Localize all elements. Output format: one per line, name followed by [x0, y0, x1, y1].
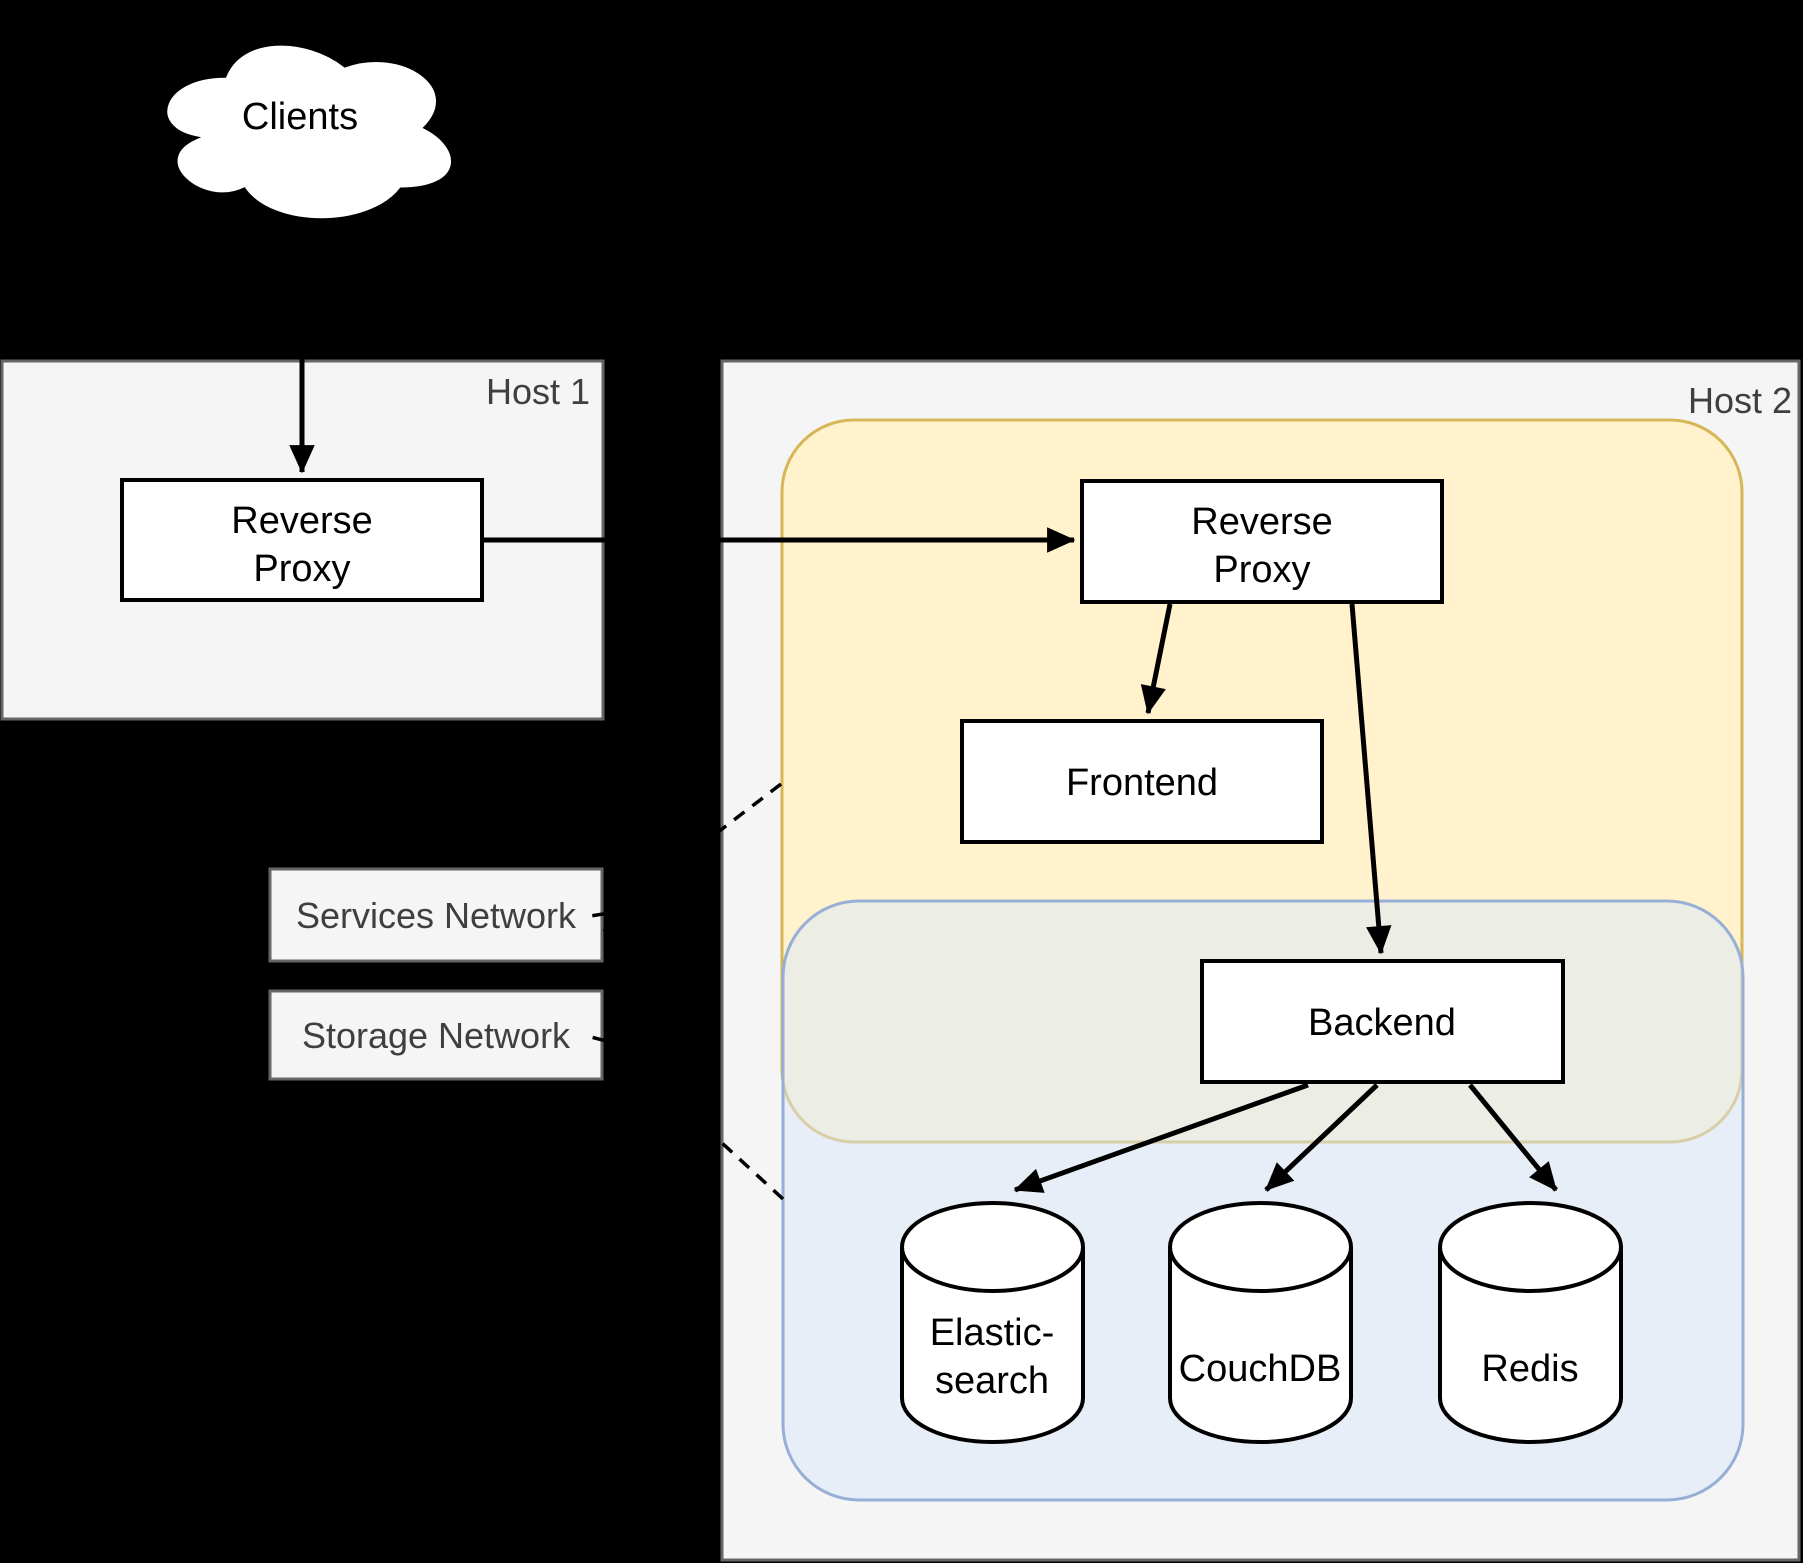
services-network-legend-label: Services Network	[296, 895, 577, 936]
backend-to-redis-arrow	[1468, 1083, 1558, 1192]
backend-box	[1200, 959, 1565, 1084]
elasticsearch-label: Elastic-search	[930, 1312, 1055, 1402]
host1-label: Host 1	[486, 371, 590, 412]
redis-database: Redis	[1438, 1201, 1623, 1444]
frontend-node: Frontend	[960, 719, 1324, 844]
backend-node: Backend	[1200, 959, 1565, 1084]
host2-label: Host 2	[1688, 380, 1792, 421]
storage-network-legend-label: Storage Network	[302, 1015, 571, 1056]
storage-network-legend-box	[268, 989, 604, 1081]
elasticsearch-cylinder	[900, 1201, 1085, 1444]
services-network-pointer-line	[592, 782, 783, 932]
couchdb-database: CouchDB	[1168, 1201, 1353, 1444]
couchdb-label: CouchDB	[1179, 1348, 1342, 1390]
reverse-proxy-to-backend-arrow	[1349, 603, 1392, 955]
redis-cylinder	[1438, 1201, 1623, 1444]
redis-label: Redis	[1481, 1348, 1578, 1390]
frontend-label: Frontend	[1066, 762, 1218, 804]
services-network-legend-box	[268, 867, 604, 963]
reverse-proxy-host2-box	[1080, 479, 1444, 604]
redis-cylinder-top	[1438, 1246, 1623, 1293]
frontend-box	[960, 719, 1324, 844]
clients-cloud: Clients	[164, 42, 454, 222]
couchdb-cylinder-top	[1168, 1246, 1353, 1293]
cloud-shape	[164, 42, 454, 222]
storage-network-legend: Storage Network	[268, 989, 604, 1081]
backend-label: Backend	[1308, 1002, 1456, 1044]
reverse-proxy-to-frontend-arrow	[1140, 603, 1173, 715]
backend-to-couchdb-arrow	[1264, 1083, 1379, 1192]
backend-to-elasticsearch-arrow	[1013, 1082, 1309, 1193]
services-network-legend: Services Network	[268, 867, 604, 963]
clients-label: Clients	[242, 96, 358, 138]
elasticsearch-database: Elastic-search	[900, 1201, 1085, 1444]
elasticsearch-cylinder-top	[900, 1246, 1085, 1293]
reverse-proxy-host1-box	[120, 478, 484, 602]
couchdb-cylinder	[1168, 1201, 1353, 1444]
storage-network-pointer-line	[592, 1022, 785, 1201]
